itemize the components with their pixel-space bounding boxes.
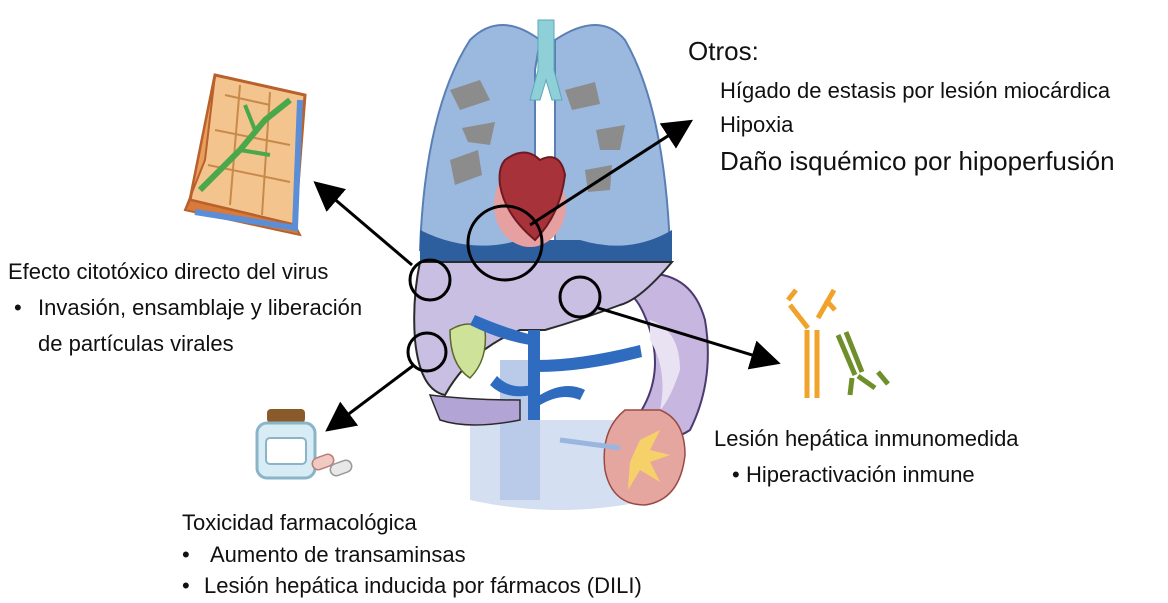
otros-item: Hipoxia [720, 112, 793, 138]
citotoxico-line: de partículas virales [38, 331, 234, 357]
arrow-to-drugs [330, 365, 414, 428]
bullet-icon: • [182, 542, 190, 568]
inmunomediada-item: Hiperactivación inmune [746, 462, 975, 488]
drug-bottle-icon [257, 409, 315, 478]
arrow-to-liver-tissue [318, 185, 412, 265]
antibody-green [838, 332, 888, 395]
otros-item: Daño isquémico por hipoperfusión [720, 146, 1115, 176]
pill-icons [311, 453, 354, 478]
otros-title: Otros: [688, 36, 759, 66]
bullet-icon: • [732, 462, 740, 488]
farmacologica-item: Aumento de transaminsas [210, 542, 466, 568]
bullet-icon: • [14, 295, 22, 321]
vessel-branch [538, 345, 642, 372]
bullet-icon: • [182, 573, 190, 599]
farmacologica-item: Lesión hepática inducida por fármacos (D… [204, 573, 642, 599]
liver-tissue-icon [185, 75, 305, 235]
liver-lower-lobe [430, 395, 520, 425]
antibody-orange [788, 290, 835, 398]
inmunomediada-title: Lesión hepática inmunomedida [714, 426, 1019, 452]
torso-organs [414, 20, 708, 510]
otros-item: Hígado de estasis por lesión miocárdica [720, 78, 1110, 104]
vessel-branch [540, 386, 585, 405]
antibody-icons [788, 290, 888, 398]
citotoxico-line: Invasión, ensamblaje y liberación [38, 295, 362, 321]
citotoxico-title: Efecto citotóxico directo del virus [8, 259, 328, 285]
farmacologica-title: Toxicidad farmacológica [182, 510, 417, 536]
